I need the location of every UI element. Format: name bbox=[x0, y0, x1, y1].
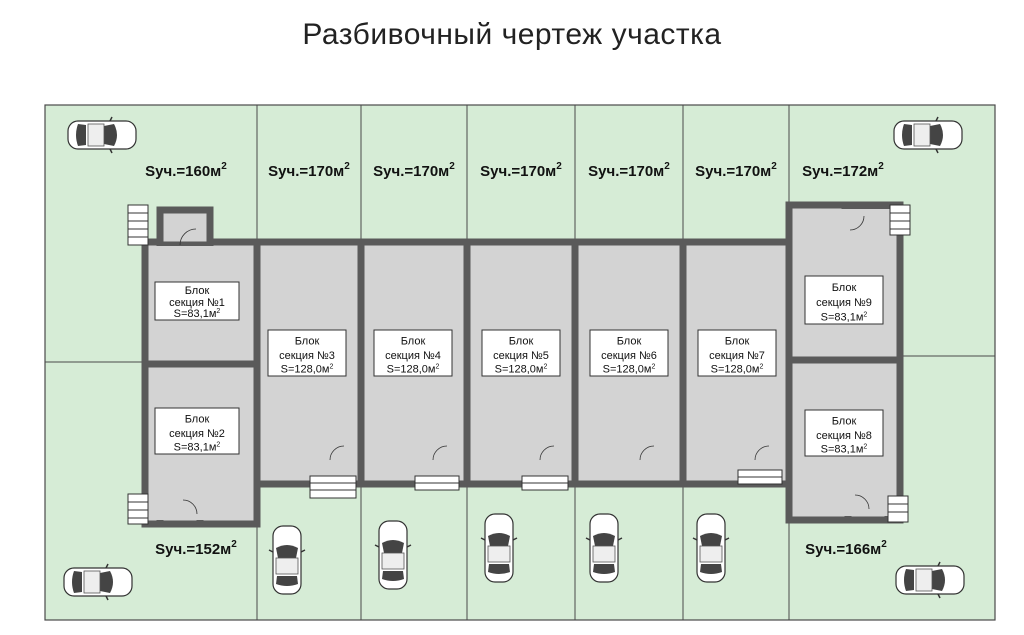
svg-text:S=128,0м2: S=128,0м2 bbox=[711, 363, 764, 375]
svg-text:секция №2: секция №2 bbox=[169, 428, 225, 440]
svg-text:Блок: Блок bbox=[617, 335, 642, 347]
svg-text:Блок: Блок bbox=[509, 335, 534, 347]
page-title: Разбивочный чертеж участка bbox=[302, 18, 722, 51]
svg-text:секция №4: секция №4 bbox=[385, 350, 441, 362]
plot-area-label: Sуч.=166м2 bbox=[805, 539, 887, 558]
car-icon bbox=[374, 520, 412, 590]
plot-area-label: Sуч.=152м2 bbox=[155, 539, 237, 558]
car-icon bbox=[480, 513, 518, 583]
svg-text:Блок: Блок bbox=[295, 335, 320, 347]
svg-text:Блок: Блок bbox=[725, 335, 750, 347]
car-icon bbox=[893, 116, 963, 154]
svg-text:Блок: Блок bbox=[832, 415, 857, 427]
svg-text:S=128,0м2: S=128,0м2 bbox=[387, 363, 440, 375]
svg-text:секция №3: секция №3 bbox=[279, 350, 335, 362]
block-section-label: Блок секция №9 S=83,1м2 bbox=[804, 275, 884, 325]
svg-text:S=128,0м2: S=128,0м2 bbox=[603, 363, 656, 375]
car-icon bbox=[692, 513, 730, 583]
stairs-icon bbox=[127, 204, 911, 525]
svg-text:S=83,1м2: S=83,1м2 bbox=[821, 311, 868, 323]
svg-text:Блок: Блок bbox=[185, 413, 210, 425]
svg-text:секция №6: секция №6 bbox=[601, 350, 657, 362]
svg-text:S=128,0м2: S=128,0м2 bbox=[281, 363, 334, 375]
svg-text:секция №1: секция №1 bbox=[169, 297, 225, 309]
svg-text:S=83,1м2: S=83,1м2 bbox=[174, 441, 221, 453]
svg-text:секция №9: секция №9 bbox=[816, 297, 872, 309]
svg-text:секция №5: секция №5 bbox=[493, 350, 549, 362]
svg-text:S=83,1м2: S=83,1м2 bbox=[174, 308, 221, 320]
plot-area-label: Sуч.=170м2 bbox=[588, 161, 670, 180]
door-icon bbox=[179, 215, 870, 515]
plot-area-label: Sуч.=160м2 bbox=[145, 161, 227, 180]
car-icon bbox=[585, 513, 623, 583]
plot-area-label: Sуч.=170м2 bbox=[480, 161, 562, 180]
car-icon bbox=[268, 525, 306, 595]
svg-text:S=83,1м2: S=83,1м2 bbox=[821, 443, 868, 455]
plot-labels: Sуч.=160м2 Sуч.=170м2 Sуч.=170м2 Sуч.=170м2… bbox=[145, 161, 887, 558]
svg-text:Блок: Блок bbox=[832, 282, 857, 294]
plot-area-label: Sуч.=172м2 bbox=[802, 161, 884, 180]
car-icon bbox=[63, 563, 133, 601]
svg-text:секция №7: секция №7 bbox=[709, 350, 765, 362]
svg-text:Блок: Блок bbox=[185, 285, 210, 297]
plot-area-label: Sуч.=170м2 bbox=[373, 161, 455, 180]
svg-text:секция №8: секция №8 bbox=[816, 430, 872, 442]
car-icon bbox=[67, 116, 137, 154]
cars bbox=[63, 116, 965, 601]
plot-area-label: Sуч.=170м2 bbox=[268, 161, 350, 180]
svg-text:S=128,0м2: S=128,0м2 bbox=[495, 363, 548, 375]
car-icon bbox=[895, 561, 965, 599]
svg-text:Блок: Блок bbox=[401, 335, 426, 347]
plot-area-label: Sуч.=170м2 bbox=[695, 161, 777, 180]
